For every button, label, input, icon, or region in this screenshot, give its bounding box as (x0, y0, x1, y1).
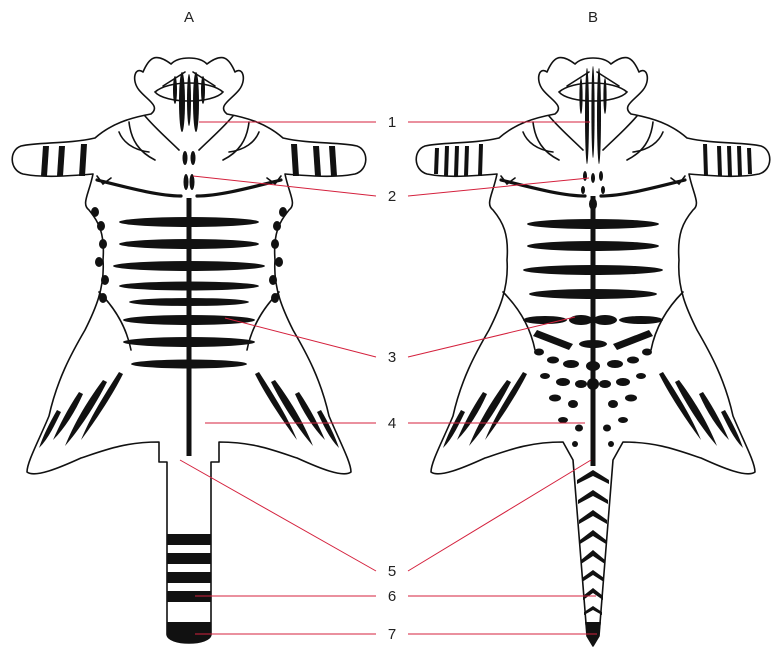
callout-label-2: 2 (388, 188, 396, 205)
callout-label-5: 5 (388, 563, 396, 580)
pelt-a-tail-tip (167, 622, 211, 643)
callout-label-3: 3 (388, 349, 396, 366)
callout-label-4: 4 (388, 415, 396, 432)
callout-label-6: 6 (388, 588, 396, 605)
callout-label-1: 1 (388, 114, 396, 131)
panel-label-a: A (184, 9, 194, 26)
panel-label-b: B (588, 9, 598, 26)
pelt-a (12, 58, 366, 643)
callout-label-7: 7 (388, 626, 396, 643)
pelt-b (416, 58, 770, 646)
